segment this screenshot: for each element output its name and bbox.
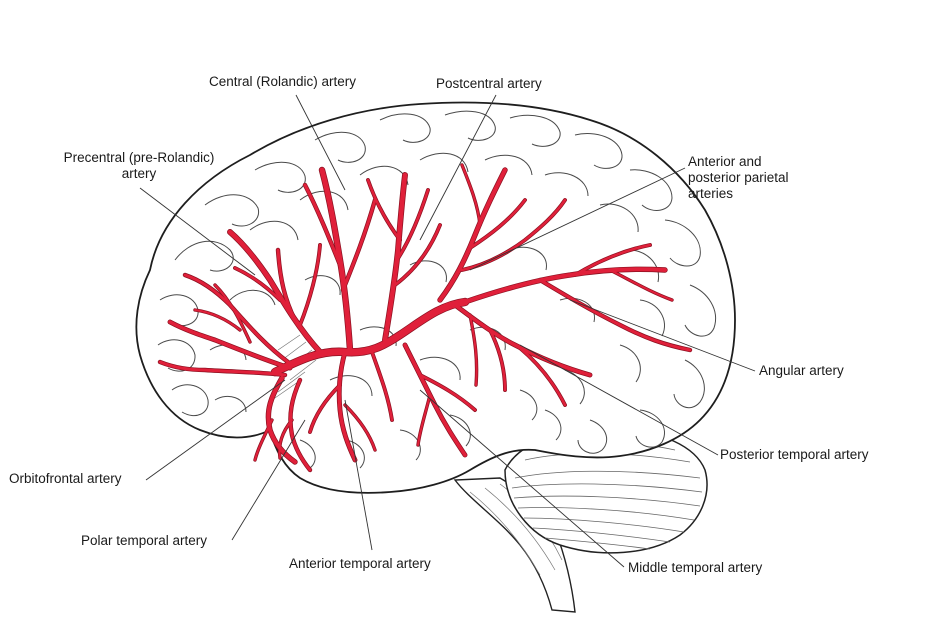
artery-trunk bbox=[271, 298, 469, 376]
label-central-artery: Central (Rolandic) artery bbox=[209, 74, 357, 89]
label-postcentral-artery: Postcentral artery bbox=[436, 76, 542, 91]
leader-precentral bbox=[139, 187, 256, 276]
leader-polar-temporal bbox=[231, 419, 306, 541]
artery-parietal-b3 bbox=[461, 164, 481, 226]
cerebrum-outline bbox=[135, 101, 736, 494]
artery-postcentral-b3 bbox=[393, 223, 442, 287]
label-precentral-line2: artery bbox=[121, 166, 157, 181]
leader-lines bbox=[139, 94, 756, 568]
artery-central-b2 bbox=[341, 198, 377, 292]
leader-angular bbox=[569, 299, 756, 372]
artery-frontal-4 bbox=[214, 284, 251, 343]
leader-middle-temporal bbox=[419, 389, 625, 568]
artery-precentral-b3 bbox=[298, 243, 322, 327]
artery-precentral-main bbox=[227, 229, 323, 355]
artery-postcentral-b2 bbox=[366, 178, 402, 242]
artery-posttemp-b2 bbox=[518, 346, 567, 407]
artery-angular-b2 bbox=[573, 243, 652, 277]
artery-anttemp-b1 bbox=[308, 383, 342, 434]
leader-central bbox=[295, 94, 346, 191]
label-anterior-temporal-artery: Anterior temporal artery bbox=[289, 556, 431, 571]
label-parietal-line1: Anterior and bbox=[688, 154, 762, 169]
artery-frontal-3 bbox=[158, 360, 287, 377]
artery-polar bbox=[288, 378, 312, 472]
leader-orbitofrontal bbox=[145, 379, 286, 481]
artery-parietal-main bbox=[438, 168, 507, 302]
artery-midtemp-b2 bbox=[417, 394, 431, 446]
label-angular-artery: Angular artery bbox=[759, 363, 844, 378]
artery-angular-b3 bbox=[609, 269, 673, 301]
label-parietal-line3: arteries bbox=[688, 186, 734, 201]
artery-posttemp-b3 bbox=[469, 314, 478, 386]
artery-frontal-1 bbox=[168, 320, 292, 370]
middle-cerebral-artery-branches bbox=[157, 163, 693, 473]
artery-orbito-b bbox=[254, 419, 273, 461]
leader-anterior-temporal bbox=[344, 399, 373, 551]
artery-postcentral-b1 bbox=[395, 188, 430, 262]
artery-parietal-b1 bbox=[468, 198, 527, 250]
artery-posttemp-main bbox=[453, 303, 592, 377]
artery-central-main bbox=[319, 167, 353, 353]
artery-precentral-b1 bbox=[276, 248, 297, 322]
artery-precentral-b2 bbox=[233, 266, 282, 302]
leader-postcentral bbox=[419, 94, 497, 241]
artery-midtemp-main bbox=[403, 343, 467, 457]
label-orbitofrontal-artery: Orbitofrontal artery bbox=[9, 471, 122, 486]
label-posterior-temporal-artery: Posterior temporal artery bbox=[720, 447, 869, 462]
artery-central-b1 bbox=[303, 183, 342, 267]
artery-anttemp-b3 bbox=[370, 350, 394, 422]
artery-orbito bbox=[266, 376, 297, 464]
label-middle-temporal-artery: Middle temporal artery bbox=[628, 560, 763, 575]
artery-anttemp-b2 bbox=[344, 404, 376, 451]
artery-midtemp-b1 bbox=[418, 373, 477, 412]
label-parietal-arteries: Anterior and posterior parietal arteries bbox=[688, 154, 789, 202]
leader-posterior-temporal bbox=[519, 344, 719, 456]
artery-polar-b bbox=[278, 419, 293, 459]
label-polar-temporal-artery: Polar temporal artery bbox=[81, 533, 208, 548]
leader-parietal bbox=[469, 167, 686, 271]
artery-posttemp-b1 bbox=[488, 328, 507, 392]
artery-angular-main bbox=[463, 267, 667, 304]
label-precentral-line1: Precentral (pre-Rolandic) bbox=[63, 150, 215, 165]
artery-postcentral-main bbox=[382, 172, 408, 343]
label-parietal-line2: posterior parietal bbox=[688, 170, 789, 185]
artery-frontal-5 bbox=[194, 309, 241, 331]
label-precentral-artery: Precentral (pre-Rolandic) artery bbox=[41, 150, 237, 182]
artery-anttemp-main bbox=[337, 350, 357, 462]
artery-angular-b1 bbox=[538, 278, 692, 352]
